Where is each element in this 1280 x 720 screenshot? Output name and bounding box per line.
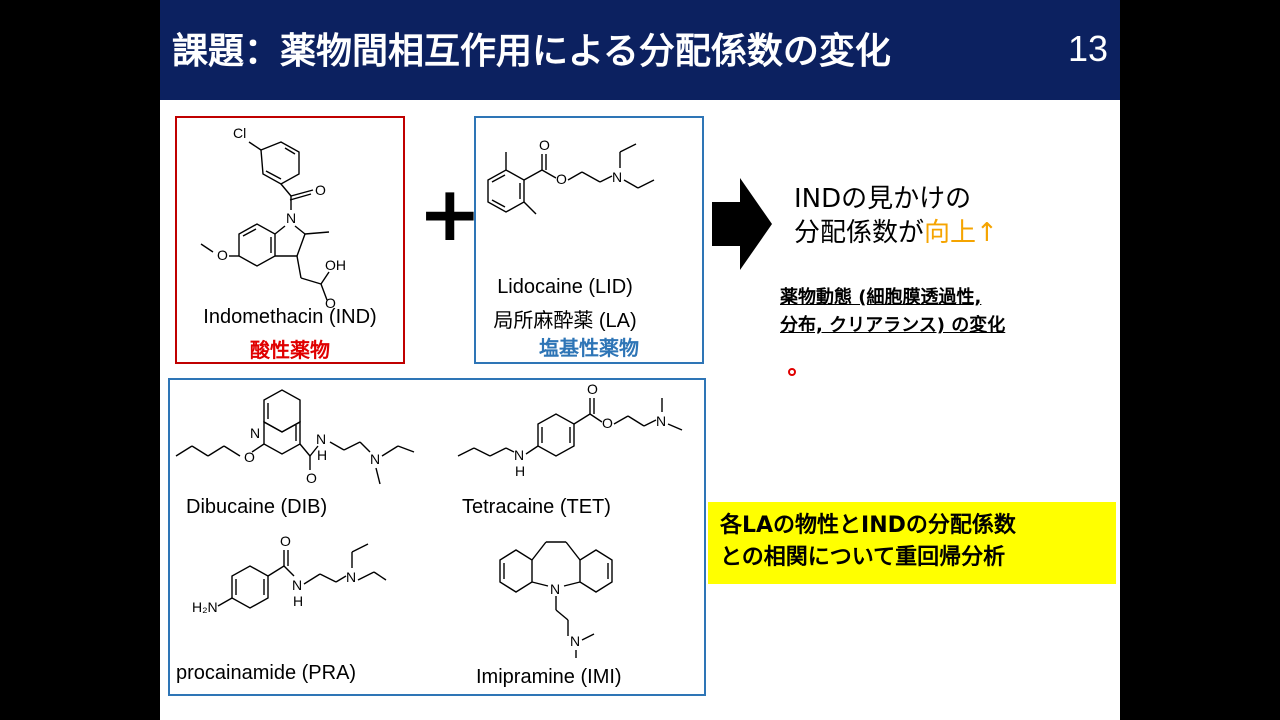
result-line-1: INDの見かけの [794, 184, 972, 214]
right-arrow-icon [712, 178, 772, 270]
dibucaine-amide-nitrogen-label: N [316, 431, 326, 447]
lidocaine-nitrogen-label: N [612, 169, 622, 185]
indomethacin-name: Indomethacin (IND) [203, 306, 377, 328]
chloro-atom-label: Cl [233, 125, 246, 141]
result-highlight: 向上↑ [924, 218, 998, 248]
procainamide-amide-nitrogen-label: N [292, 577, 302, 593]
dibucaine-ring-nitrogen-label: N [250, 425, 260, 441]
imipramine-nitrogen-label: N [570, 633, 580, 649]
plus-sign: + [418, 169, 482, 258]
slide: 課題：薬物間相互作用による分配係数の変化 13 Cl O N [160, 0, 1120, 720]
indole-nitrogen-label: N [286, 210, 296, 226]
tetracaine-amine-nitrogen-label: N [656, 413, 666, 429]
lidocaine-category: 塩基性薬物 [539, 336, 639, 360]
dibucaine-structure: N O O N H N [175, 389, 415, 486]
dibucaine-name: Dibucaine (DIB) [186, 496, 328, 518]
indomethacin-structure: Cl O N OH O O [200, 125, 346, 311]
tetracaine-name: Tetracaine (TET) [462, 496, 611, 518]
procainamide-carbonyl-oxygen-label: O [280, 533, 291, 549]
procainamide-amine-label: H₂N [192, 599, 218, 615]
dibucaine-amide-h-label: H [317, 447, 327, 463]
lidocaine-ester-oxygen-label: O [556, 171, 567, 187]
result-prefix: 分配係数が [794, 218, 925, 248]
procainamide-name: procainamide (PRA) [176, 662, 357, 684]
page-number: 13 [1067, 28, 1108, 69]
analysis-line-2: との相関について重回帰分析 [720, 545, 1006, 570]
tetracaine-nh-label: H [515, 463, 525, 479]
hydroxyl-label: OH [325, 257, 346, 273]
acid-oxygen-label: O [325, 295, 336, 311]
dibucaine-ether-oxygen-label: O [244, 449, 255, 465]
imipramine-name: Imipramine (IMI) [476, 666, 622, 688]
pointer-dot [788, 368, 796, 376]
pharmacokinetics-note: 薬物動態 (細胞膜透過性, 分布, クリアランス) の変化 [780, 284, 1005, 340]
indomethacin-category: 酸性薬物 [250, 338, 330, 362]
lidocaine-subtitle: 局所麻酔薬 (LA) [493, 310, 637, 332]
lidocaine-box: O O N Lidocaine (LID) 局所麻酔薬 (LA) 塩基性薬物 [474, 116, 704, 364]
slide-header: 課題：薬物間相互作用による分配係数の変化 13 [160, 0, 1120, 100]
analysis-line-1: 各LAの物性とINDの分配係数 [720, 513, 1016, 538]
other-anesthetics-box: N O O N H N Dibucaine (DIB) [168, 378, 706, 696]
result-line-2: 分配係数が向上↑ [794, 216, 998, 250]
tetracaine-nitrogen-label: N [514, 447, 524, 463]
lidocaine-carbonyl-oxygen-label: O [539, 137, 550, 153]
indomethacin-box: Cl O N OH O O [175, 116, 405, 364]
imipramine-structure: N N [499, 541, 613, 658]
procainamide-structure: H₂N O N H N [192, 533, 387, 615]
pk-note-line-1: 薬物動態 (細胞膜透過性, [780, 287, 982, 308]
tetracaine-structure: N H O O N [457, 381, 683, 479]
lidocaine-name: Lidocaine (LID) [497, 276, 633, 298]
procainamide-amide-h-label: H [293, 593, 303, 609]
methoxy-oxygen-label: O [217, 247, 228, 263]
imipramine-ring-nitrogen-label: N [550, 581, 560, 597]
pk-note-line-2: 分布, クリアランス) の変化 [780, 315, 1006, 336]
analysis-callout: 各LAの物性とINDの分配係数 との相関について重回帰分析 [708, 502, 1116, 584]
lidocaine-structure: O O N [487, 137, 655, 215]
result-text: INDの見かけの 分配係数が向上↑ [794, 182, 998, 250]
procainamide-nitrogen-label: N [346, 569, 356, 585]
dibucaine-amide-oxygen-label: O [306, 470, 317, 486]
slide-title: 課題：薬物間相互作用による分配係数の変化 [172, 31, 891, 72]
carbonyl-oxygen-label: O [315, 182, 326, 198]
dibucaine-nitrogen-label: N [370, 451, 380, 467]
tetracaine-carbonyl-oxygen-label: O [587, 381, 598, 397]
tetracaine-ester-oxygen-label: O [602, 415, 613, 431]
